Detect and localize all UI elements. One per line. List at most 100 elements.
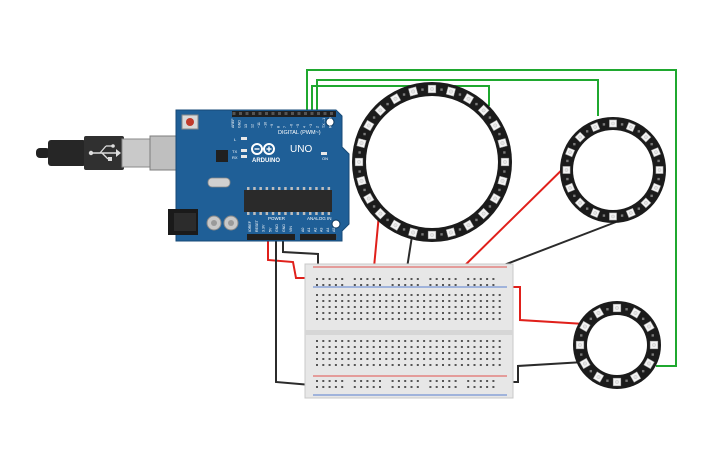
header-pin[interactable]	[271, 112, 275, 115]
header-pin[interactable]	[310, 112, 314, 115]
neopixel-led	[445, 86, 456, 97]
chip-pin	[259, 212, 262, 215]
breadboard-hole	[391, 294, 394, 296]
breadboard-hole	[479, 340, 482, 342]
ring-pad	[386, 102, 389, 106]
neopixel-ring-16[interactable]	[560, 117, 666, 223]
mounting-hole	[325, 117, 335, 127]
breadboard-hole	[341, 346, 344, 348]
power-wire-arduino-5v[interactable]	[267, 232, 311, 279]
chip-pin	[302, 187, 306, 190]
breadboard-hole	[328, 386, 331, 388]
header-pin[interactable]	[278, 112, 281, 115]
ring-pad	[372, 205, 376, 208]
breadboard-hole	[353, 352, 356, 354]
ring-pad	[650, 142, 653, 146]
header-pin[interactable]	[245, 112, 249, 115]
breadboard-hole	[479, 380, 482, 382]
breadboard-hole	[416, 340, 419, 342]
breadboard-hole	[416, 300, 419, 302]
ring-pad	[440, 88, 443, 91]
ring-pad	[580, 334, 583, 337]
ground-wire-arduino-2[interactable]	[282, 232, 319, 268]
header-pin[interactable]	[258, 112, 262, 115]
breadboard-hole	[372, 284, 375, 286]
breadboard-hole	[341, 312, 344, 314]
breadboard-hole	[379, 380, 381, 382]
data-wire-ring12[interactable]	[306, 69, 677, 367]
breadboard-hole	[479, 312, 482, 314]
header-pin[interactable]	[232, 112, 236, 115]
arduino-logo-icon	[251, 143, 275, 155]
breadboard-hole	[435, 278, 438, 280]
breadboard-hole	[372, 294, 375, 296]
breadboard-hole	[334, 300, 337, 302]
chip-pin	[278, 212, 281, 215]
breadboard-hole	[391, 380, 394, 382]
header-pin[interactable]	[317, 112, 320, 115]
data-wire-ring24[interactable]	[311, 85, 490, 111]
header-pin[interactable]	[323, 112, 327, 115]
breadboard-hole	[454, 386, 457, 388]
breadboard-hole	[322, 284, 325, 286]
neopixel-ring-12[interactable]	[573, 301, 661, 389]
chip-pin	[247, 212, 250, 215]
led-tx-label: TX	[232, 149, 237, 154]
breadboard-hole	[334, 306, 337, 308]
usb-cable[interactable]	[36, 135, 179, 171]
header-pin[interactable]	[297, 112, 301, 115]
ring-pad	[488, 205, 492, 208]
breadboard-hole	[410, 300, 413, 302]
header-pin[interactable]	[239, 112, 242, 115]
ground-wire-ring16[interactable]	[495, 221, 617, 269]
breadboard-hole	[429, 284, 432, 286]
header-pin[interactable]	[252, 112, 255, 115]
breadboard-hole	[379, 358, 381, 360]
breadboard-hole	[366, 306, 369, 308]
ring-pad	[503, 170, 506, 173]
breadboard-hole	[460, 306, 463, 308]
breadboard-hole	[448, 284, 451, 286]
header-pin[interactable]	[330, 112, 333, 115]
power-wire-ring16[interactable]	[451, 151, 581, 279]
ring-pad	[641, 317, 645, 321]
breadboard[interactable]	[304, 263, 514, 399]
breadboard-hole	[479, 284, 482, 286]
breadboard-hole	[473, 278, 476, 280]
breadboard-hole	[316, 364, 318, 366]
data-wire-ring16[interactable]	[316, 79, 599, 116]
digital-label: DIGITAL (PWM~)	[278, 130, 321, 136]
breadboard-hole	[334, 380, 337, 382]
header-pin[interactable]	[284, 112, 288, 115]
power-wire-ring12[interactable]	[509, 286, 586, 325]
header-pin[interactable]	[291, 112, 294, 115]
breadboard-hole	[429, 386, 432, 388]
breadboard-hole	[328, 352, 331, 354]
ground-wire-ring24[interactable]	[406, 235, 413, 269]
breadboard-hole	[473, 386, 476, 388]
ring-pad	[386, 218, 389, 222]
header-pin[interactable]	[304, 112, 307, 115]
ring-pad	[421, 88, 424, 91]
breadboard-hole	[316, 300, 318, 302]
arduino-board-outline	[175, 109, 350, 242]
breadboard-hole	[322, 380, 325, 382]
ground-wire-arduino[interactable]	[275, 232, 312, 386]
neopixel-led	[643, 320, 655, 333]
breadboard-hole	[435, 306, 438, 308]
breadboard-hole	[353, 306, 356, 308]
ring-pad	[641, 369, 645, 373]
breadboard-hole	[328, 306, 331, 308]
ring-pad	[637, 207, 641, 210]
breadboard-hole	[341, 306, 344, 308]
neopixel-ring-24[interactable]	[352, 82, 512, 242]
ground-wire-ring12[interactable]	[509, 361, 585, 383]
capacitor	[211, 220, 217, 226]
header-pin[interactable]	[265, 112, 268, 115]
breadboard-hole	[454, 318, 457, 320]
breadboard-hole	[347, 358, 350, 360]
breadboard-hole	[486, 364, 489, 366]
breadboard-hole	[360, 306, 363, 308]
